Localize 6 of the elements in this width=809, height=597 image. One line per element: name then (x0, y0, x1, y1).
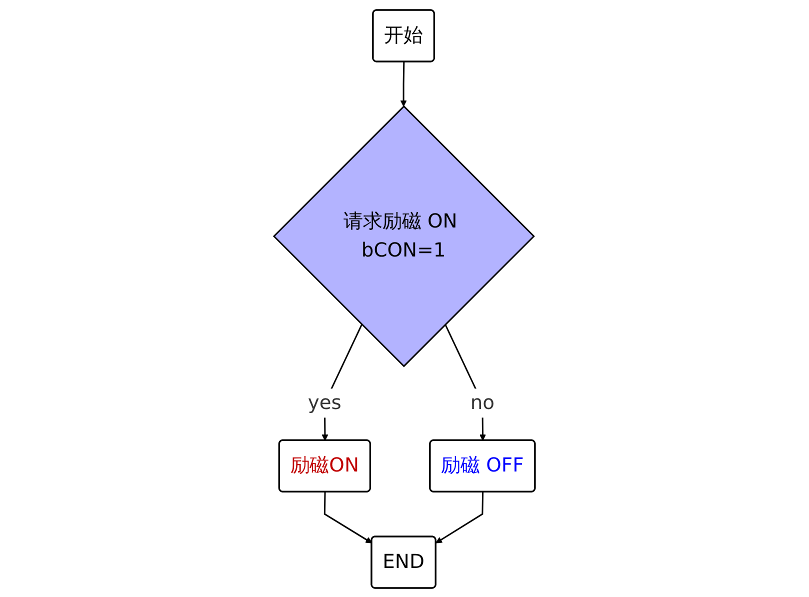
edge-label: no (470, 391, 495, 414)
arrow (324, 492, 372, 543)
edge-label: yes (308, 391, 342, 414)
node-diamond: 请求励磁 ON bCON=1 (272, 104, 535, 367)
arrow (436, 492, 484, 543)
arrow (400, 61, 407, 106)
